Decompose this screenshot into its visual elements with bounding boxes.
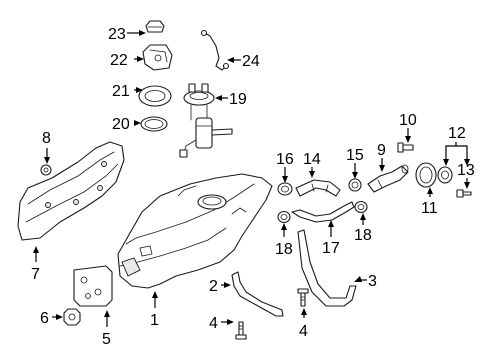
callout-14: 14 — [303, 151, 321, 168]
callout-labels: 23 22 24 21 19 20 8 7 1 5 6 2 4 4 3 16 1… — [31, 26, 475, 348]
part-17-vent-hose — [291, 201, 355, 223]
callout-12: 12 — [448, 125, 466, 142]
part-4-bolt-left — [235, 321, 247, 340]
part-19-fuel-pump-module — [179, 83, 233, 158]
part-11-filler-ring — [415, 162, 437, 188]
part-3-tank-strap — [297, 229, 357, 307]
part-10-screw — [397, 142, 414, 153]
callout-6: 6 — [40, 310, 49, 327]
part-22-bracket — [142, 44, 173, 71]
callout-9: 9 — [377, 142, 386, 159]
part-2-tank-strap — [231, 271, 284, 317]
part-8-grommet — [40, 164, 52, 176]
part-4-bolt-right — [297, 288, 309, 307]
part-24-fuel-line — [200, 29, 230, 71]
part-15-clamp — [348, 178, 362, 192]
callout-21: 21 — [112, 83, 130, 100]
callout-13: 13 — [457, 162, 475, 179]
callout-10: 10 — [399, 112, 417, 129]
part-13-screw — [456, 189, 472, 198]
callout-1: 1 — [150, 312, 159, 329]
part-14-filler-hose — [295, 179, 341, 197]
callout-20: 20 — [112, 116, 130, 133]
callout-15: 15 — [346, 147, 364, 164]
part-18-clamp-right — [354, 200, 368, 214]
callout-2: 2 — [209, 278, 218, 295]
part-6-nut — [63, 308, 81, 326]
leader-lines — [33, 30, 470, 327]
callout-4-left: 4 — [209, 315, 218, 332]
callout-19: 19 — [229, 91, 247, 108]
callout-18-right: 18 — [354, 227, 372, 244]
callout-3: 3 — [368, 273, 377, 290]
callout-16: 16 — [276, 151, 294, 168]
part-12-fuel-cap — [437, 166, 453, 184]
part-20-o-ring — [140, 116, 168, 132]
part-9-filler-neck — [367, 164, 409, 193]
callout-5: 5 — [102, 331, 111, 348]
callout-17: 17 — [322, 240, 340, 257]
part-1-fuel-tank — [117, 173, 273, 289]
part-18-clamp-left — [277, 210, 291, 224]
callout-23: 23 — [108, 26, 126, 43]
callout-8: 8 — [42, 130, 51, 147]
callout-18-left: 18 — [275, 241, 293, 258]
callout-7: 7 — [31, 266, 40, 283]
part-16-clamp — [277, 182, 293, 196]
callout-11: 11 — [421, 200, 438, 217]
part-5-bracket-plate — [73, 265, 113, 307]
callout-24: 24 — [242, 53, 260, 70]
callout-22: 22 — [110, 52, 128, 69]
part-21-gasket — [138, 85, 172, 107]
part-23-cap — [145, 20, 165, 33]
callout-4-right: 4 — [299, 323, 308, 340]
part-7-heat-shield — [17, 141, 125, 241]
